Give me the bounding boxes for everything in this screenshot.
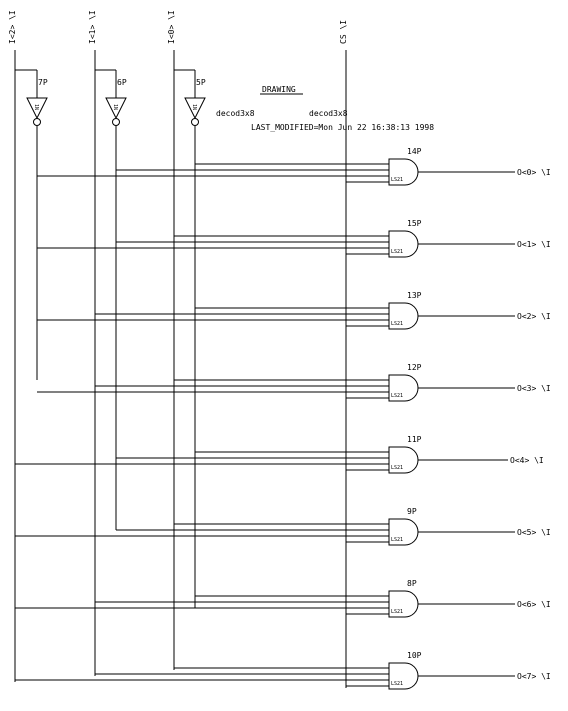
and-gate-part-label: LS21 (391, 537, 403, 543)
inverter-ref-label: 7P (38, 78, 48, 87)
and-gate-6: LS21 8P O<6> \I (15, 579, 551, 618)
and-gate-ref-label: 12P (407, 363, 422, 372)
and-gate-ref-label: 10P (407, 651, 422, 660)
output-label: O<0> \I (517, 168, 551, 177)
output-label: O<1> \I (517, 240, 551, 249)
inverter-body (105, 97, 127, 120)
input-label-i1: I<1> \I (88, 10, 97, 44)
inverter-body (26, 97, 48, 120)
output-label: O<5> \I (517, 528, 551, 537)
schematic-name-left: decod3x8 (216, 109, 255, 118)
inverter-bubble (33, 118, 41, 126)
and-gate-body (388, 302, 419, 330)
inverter: 1N 5P (184, 78, 206, 126)
and-gate-5: LS21 9P O<5> \I (15, 507, 551, 546)
and-gate-ref-label: 8P (407, 579, 417, 588)
and-gate-body (388, 662, 419, 690)
inverter-ref-label: 6P (117, 78, 127, 87)
and-gate-body (388, 446, 419, 474)
and-gate-ref-label: 13P (407, 291, 422, 300)
and-gate-part-label: LS21 (391, 177, 403, 183)
inverter-part-label: 1N (33, 104, 39, 110)
and-gate-body (388, 590, 419, 618)
and-gate-part-label: LS21 (391, 609, 403, 615)
output-label: O<4> \I (510, 456, 544, 465)
and-gate-part-label: LS21 (391, 465, 403, 471)
inverter: 1N 7P (26, 78, 48, 126)
inverter-ref-label: 5P (196, 78, 206, 87)
and-gate-7: LS21 10P O<7> \I (15, 651, 551, 690)
inverter: 1N 6P (105, 78, 127, 126)
and-gate-body (388, 230, 419, 258)
and-gate-part-label: LS21 (391, 321, 403, 327)
schematic-name-right: decod3x8 (309, 109, 348, 118)
and-gate-part-label: LS21 (391, 393, 403, 399)
and-gate-body (388, 374, 419, 402)
output-label: O<3> \I (517, 384, 551, 393)
inverter-bubble (112, 118, 120, 126)
and-gate-1: LS21 15P O<1> \I (37, 219, 551, 258)
inverters: 1N 7P 1N 6P 1N 5P (26, 78, 206, 126)
and-gate-ref-label: 14P (407, 147, 422, 156)
and-gate-part-label: LS21 (391, 681, 403, 687)
output-label: O<6> \I (517, 600, 551, 609)
input-label-cs: CS \I (339, 20, 348, 44)
output-label: O<7> \I (517, 672, 551, 681)
drawing-label: DRAWING (262, 85, 296, 94)
and-gate-body (388, 158, 419, 186)
input-label-i2: I<2> \I (8, 10, 17, 44)
and-gate-ref-label: 15P (407, 219, 422, 228)
and-gate-4: LS21 11P O<4> \I (15, 435, 544, 474)
input-label-i0: I<0> \I (167, 10, 176, 44)
inverter-body (184, 97, 206, 120)
and-gate-2: LS21 13P O<2> \I (37, 291, 551, 330)
and-gate-3: LS21 12P O<3> \I (37, 363, 551, 402)
inverter-part-label: 1N (112, 104, 118, 110)
and-gate-part-label: LS21 (391, 249, 403, 255)
inverter-part-label: 1N (191, 104, 197, 110)
wires (14, 50, 347, 688)
and-gate-0: LS21 14P O<0> \I (37, 147, 551, 186)
inverter-bubble (191, 118, 199, 126)
and-gate-body (388, 518, 419, 546)
output-label: O<2> \I (517, 312, 551, 321)
and-gate-ref-label: 11P (407, 435, 422, 444)
and-gate-ref-label: 9P (407, 507, 417, 516)
and-gates: LS21 14P O<0> \I LS21 15P O<1> \I LS21 13P O<2> … (15, 147, 551, 690)
last-modified: LAST_MODIFIED=Mon Jun 22 16:38:13 1998 (251, 123, 434, 132)
